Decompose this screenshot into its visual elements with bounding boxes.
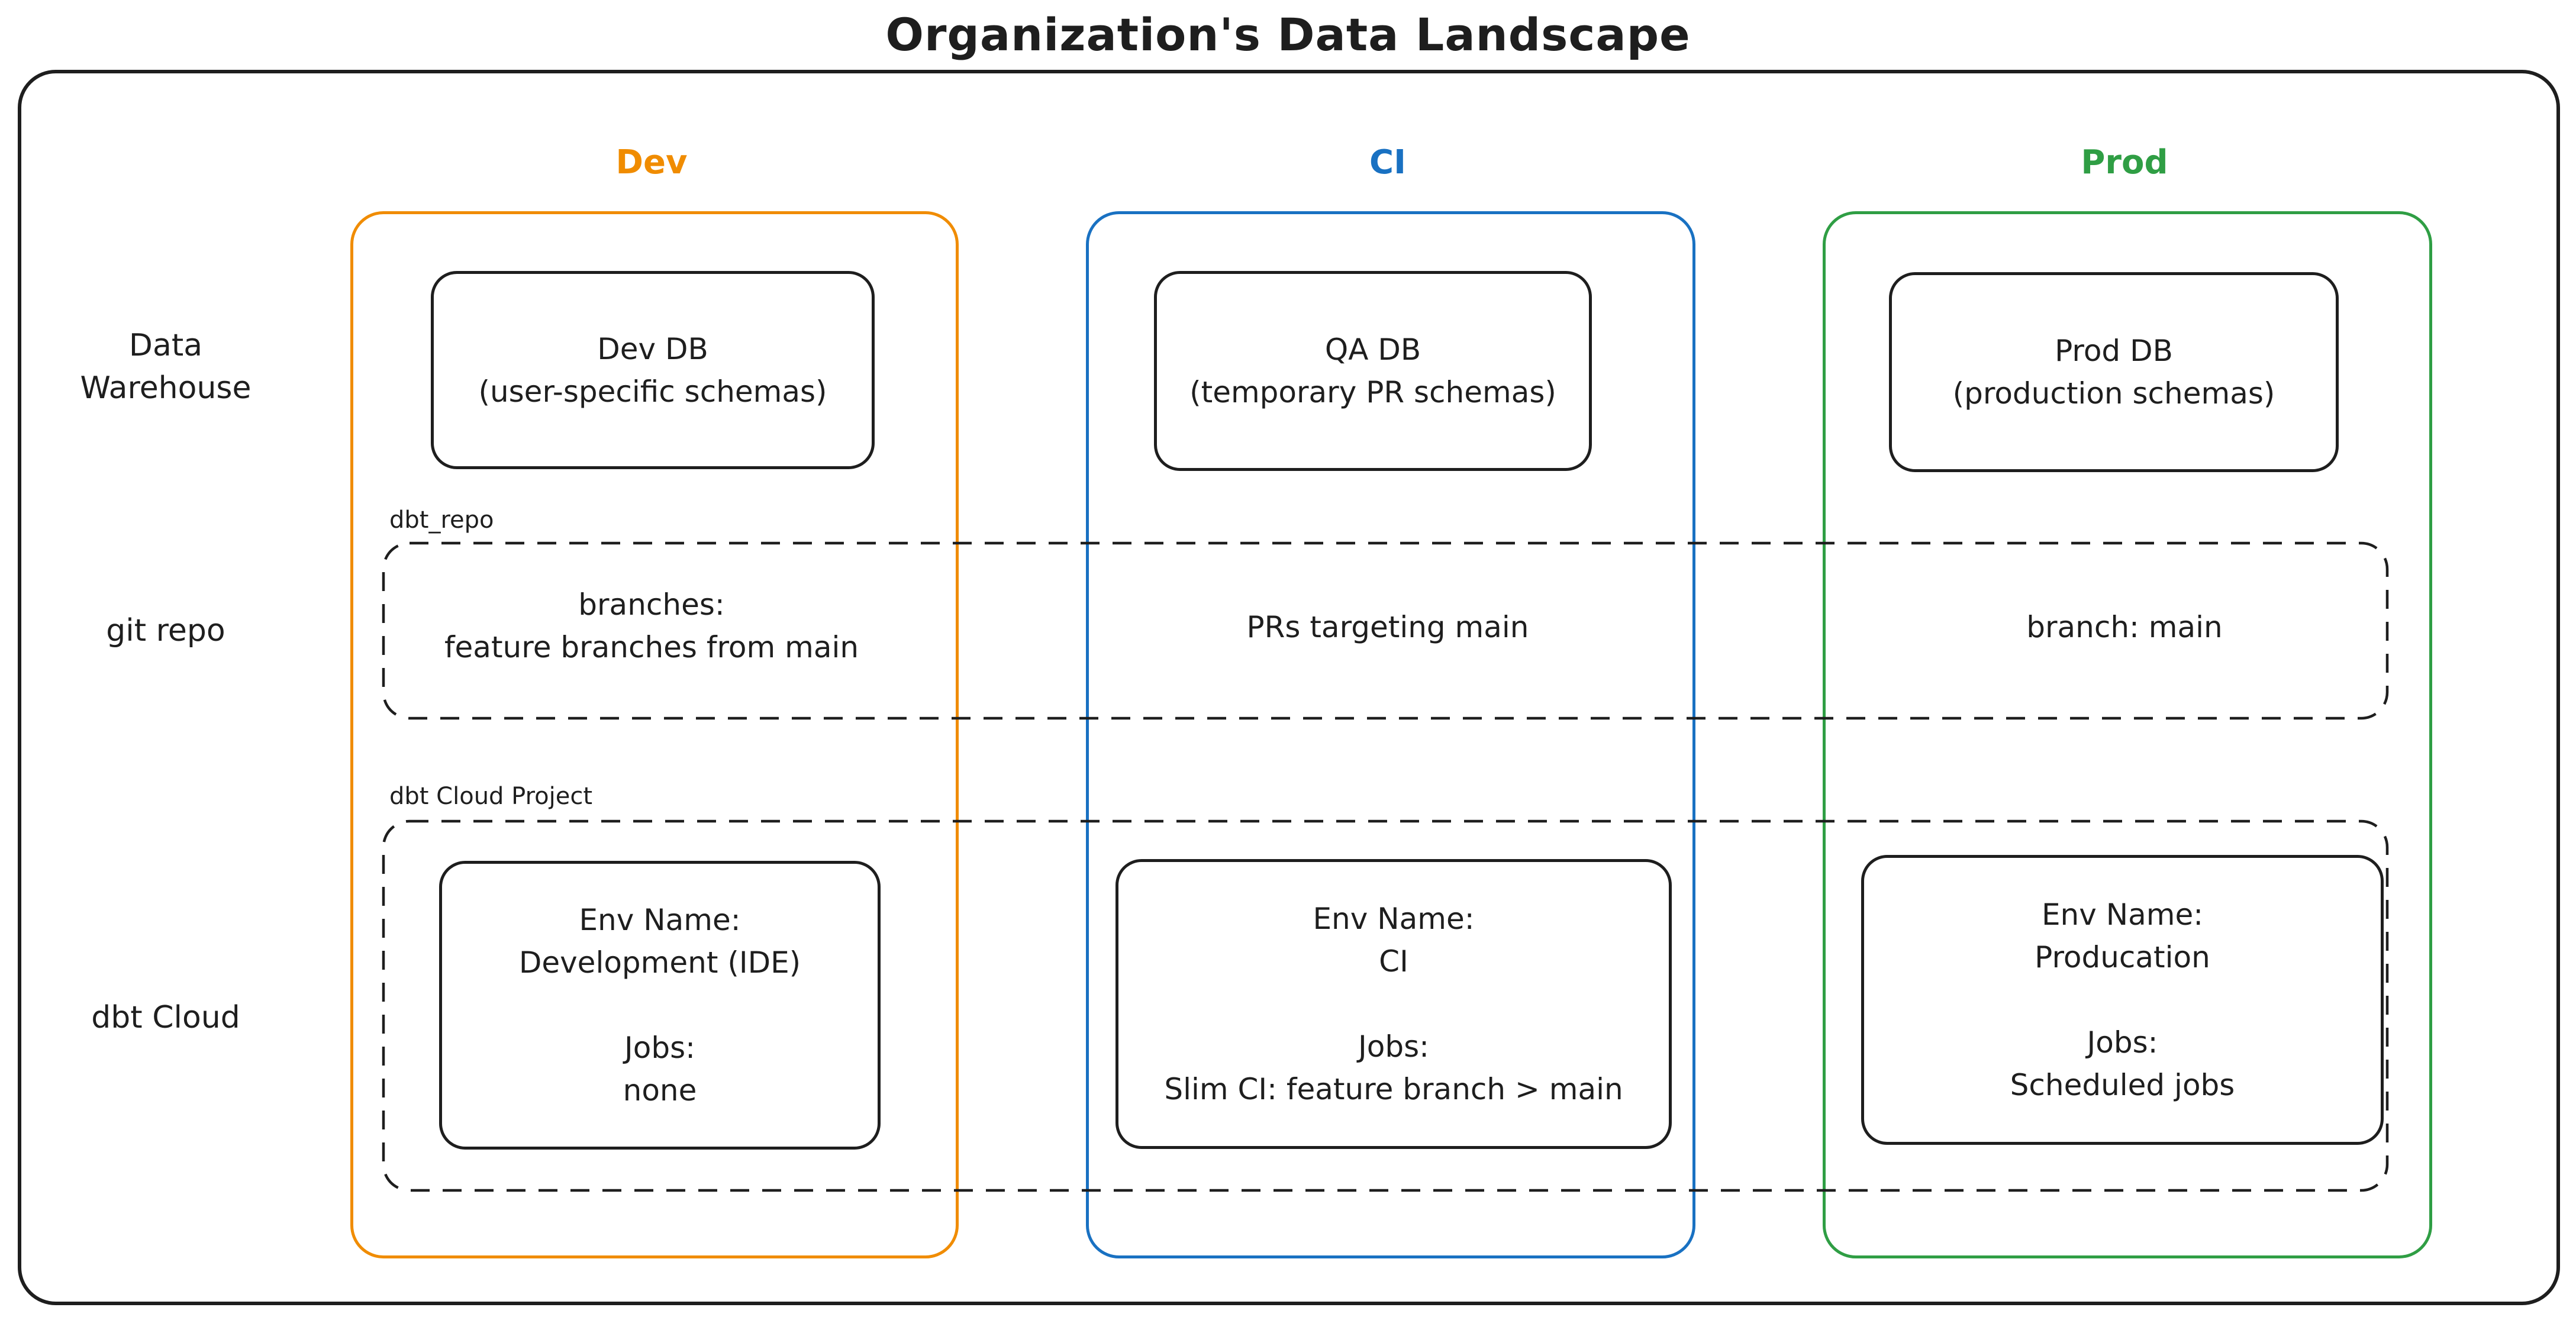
dbt-cloud-project-dashed-box (382, 819, 2389, 1192)
column-label-ci: CI (1369, 143, 1406, 182)
qa-db-box: QA DB (temporary PR schemas) (1154, 271, 1592, 471)
env-name-label: Env Name: (1313, 902, 1475, 936)
git-prod-text: branch: main (2026, 610, 2223, 644)
dbt-repo-dashed-box (382, 541, 2389, 720)
dbt-cloud-project-label: dbt Cloud Project (389, 783, 593, 810)
git-dev-text: branches: feature branches from main (444, 588, 859, 664)
column-container-prod (1823, 211, 2432, 1258)
env-name-value: Producation (2035, 940, 2210, 974)
jobs-label: Jobs: (1358, 1029, 1429, 1064)
column-label-prod: Prod (2081, 143, 2168, 182)
env-name-label: Env Name: (2041, 898, 2204, 932)
jobs-value: Scheduled jobs (2010, 1068, 2235, 1102)
env-name-value: Development (IDE) (518, 945, 801, 980)
env-name-value: CI (1379, 944, 1408, 979)
env-name-label: Env Name: (579, 903, 741, 937)
dev-env-box: Env Name: Development (IDE) Jobs: none (439, 861, 881, 1150)
ci-env-box: Env Name: CI Jobs: Slim CI: feature bran… (1115, 859, 1672, 1149)
git-ci-text: PRs targeting main (1246, 610, 1529, 644)
row-label-dbt-cloud: dbt Cloud (91, 1000, 240, 1035)
column-container-ci (1086, 211, 1695, 1258)
outer-boundary (18, 70, 2560, 1305)
jobs-value: none (623, 1073, 697, 1108)
row-label-git-repo: git repo (106, 613, 225, 648)
jobs-label: Jobs: (2087, 1025, 2158, 1060)
jobs-value: Slim CI: feature branch > main (1164, 1072, 1623, 1106)
prod-db-box: Prod DB (production schemas) (1889, 272, 2339, 472)
column-container-dev (350, 211, 959, 1258)
prod-env-box: Env Name: Producation Jobs: Scheduled jo… (1861, 855, 2384, 1145)
column-label-dev: Dev (615, 143, 688, 182)
dev-db-box: Dev DB (user-specific schemas) (431, 271, 875, 469)
diagram-title: Organization's Data Landscape (885, 8, 1691, 61)
dbt-repo-label: dbt_repo (389, 506, 494, 534)
jobs-label: Jobs: (624, 1031, 695, 1065)
row-label-data-warehouse: Data Warehouse (80, 328, 252, 406)
